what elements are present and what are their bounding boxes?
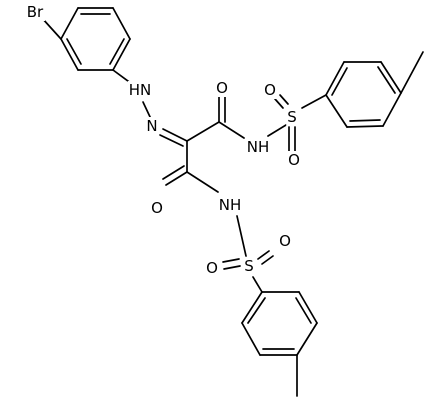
bond <box>400 51 424 94</box>
bond <box>298 291 318 324</box>
bond <box>346 125 384 128</box>
bond-layer <box>41 7 424 397</box>
atom-label-sulfonamide-nh-upper: NH <box>247 138 270 156</box>
atom-label-background <box>145 117 159 135</box>
atom-label-layer: Br HN N O NH S O O O NH S O O <box>25 3 301 277</box>
bond <box>257 250 270 260</box>
bond <box>267 124 287 137</box>
bond <box>112 7 131 40</box>
bond <box>186 171 219 193</box>
atom-label-hydrazone-n: N <box>146 117 157 135</box>
atom-label-sulfonamide-nh-lower: NH <box>219 196 242 214</box>
atom-label-sulfonyl-oxygen-upper-bottom: O <box>288 151 300 169</box>
atom-label-sulfur-upper: S <box>287 108 297 126</box>
bond <box>66 38 82 65</box>
bond <box>223 265 241 270</box>
bond <box>261 255 274 265</box>
bond <box>60 38 79 71</box>
atom-label-background <box>127 81 153 99</box>
bond <box>325 61 345 96</box>
bond <box>112 38 131 71</box>
atom-label-background <box>278 232 292 250</box>
bond <box>301 94 327 109</box>
atom-label-amide-oxygen-upper: O <box>216 79 228 97</box>
bond <box>247 297 266 324</box>
atom-label-background <box>217 196 243 214</box>
bond <box>331 67 348 96</box>
bond <box>222 258 240 263</box>
atom-label-amide-oxygen-lower: O <box>151 199 163 217</box>
atom-label-background <box>25 3 46 21</box>
atom-label-background <box>287 151 301 169</box>
bond <box>382 92 402 127</box>
bond <box>60 7 79 40</box>
atom-label-sulfonyl-oxygen-lower-left: O <box>206 259 218 277</box>
bond <box>109 38 125 65</box>
atom-label-background <box>150 199 164 217</box>
atom-label-br: Br <box>27 3 44 21</box>
atom-label-background <box>245 138 271 156</box>
bond <box>274 98 284 109</box>
bond <box>162 165 185 180</box>
bond <box>380 61 402 94</box>
bond <box>236 215 247 257</box>
bond <box>41 17 62 40</box>
bond <box>162 128 188 142</box>
atom-label-hydrazone-nh: HN <box>129 81 152 99</box>
atom-label-sulfur-lower: S <box>244 257 254 275</box>
atom-label-background <box>286 108 298 126</box>
bond <box>218 121 245 139</box>
bond <box>325 94 348 128</box>
atom-label-background <box>263 81 277 99</box>
bond <box>241 322 261 356</box>
bond <box>186 121 220 142</box>
atom-label-background <box>243 257 255 275</box>
bond <box>377 66 396 94</box>
bond <box>165 171 188 186</box>
bond <box>295 297 312 324</box>
bond <box>159 134 184 147</box>
bond <box>252 276 263 293</box>
bond <box>279 94 289 105</box>
bond <box>296 322 318 356</box>
bond <box>142 101 152 120</box>
atom-label-sulfonyl-oxygen-upper-left: O <box>264 81 276 99</box>
atom-label-background <box>215 79 229 97</box>
bond <box>349 119 381 122</box>
atom-label-background <box>205 259 219 277</box>
bond <box>241 291 263 324</box>
atom-label-sulfonyl-oxygen-lower-right: O <box>279 232 291 250</box>
